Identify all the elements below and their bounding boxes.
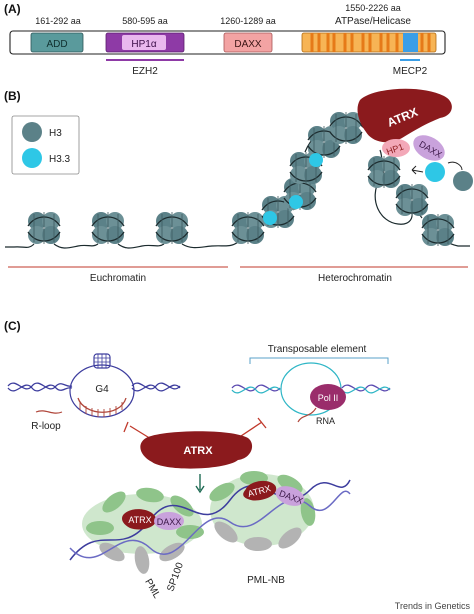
nucleosome [91,211,125,245]
domain-range-add: 161-292 aa [35,16,81,26]
panel-c-label: (C) [4,319,21,333]
rna-strand [297,407,317,423]
h33-histone [263,211,277,225]
daxx-protein-c-right [275,486,305,506]
hp1-domain-label: HP1α [131,39,156,50]
domain-name-helicase: ATPase/Helicase [335,16,411,27]
add-domain-label: ADD [46,39,67,50]
atrx-protein-c-right [243,480,277,501]
add-domain [30,32,84,53]
legend-h33-swatch [22,148,42,168]
heterochromatin-label: Heterochromatin [318,273,392,284]
pol-ii [310,384,346,410]
legend-h33-label: H3.3 [49,154,71,165]
rloop-label: R-loop [31,421,61,432]
daxx-protein-c-left [154,512,184,530]
nucleosome [27,211,61,245]
transposable-label: Transposable element [268,344,367,355]
dna-helix-c2 [69,490,351,559]
atrx-label-c: ATRX [183,445,213,457]
domain-range-helicase: 1550-2226 aa [345,3,401,13]
helicase-domain [301,32,437,53]
hp1-domain-inner [122,35,166,50]
ezh2-label: EZH2 [132,66,158,77]
daxx-domain [223,32,273,53]
mecp2-label: MECP2 [393,66,428,77]
pol-ii-label: Pol II [318,393,339,403]
atrx-protein-c [140,431,253,469]
g4-label: G4 [95,384,109,395]
transposable-bracket [249,357,389,364]
pml-label: PML [142,577,162,601]
journal-credit: Trends in Genetics [395,601,471,611]
pml-nb-label: PML-NB [247,575,285,586]
atrx-label-c-left: ATRX [128,515,151,525]
euchromatin-label: Euchromatin [90,273,146,284]
sp100-label: SP100 [165,561,186,593]
h33-free [425,162,445,182]
transposable-dna [231,362,391,416]
domain-range-daxx: 1260-1289 aa [220,16,276,26]
h3-free [453,171,473,191]
domain-range-hp1: 580-595 aa [122,16,168,26]
nucleosome [155,211,189,245]
legend-h3-label: H3 [49,128,62,139]
rna-label: RNA [316,416,335,426]
pml-nb-left [82,487,204,574]
down-arrow [195,474,205,494]
g4-rloop-structure [7,353,181,418]
hp1-protein [382,139,410,157]
daxx-protein-b [413,135,445,161]
exchange-arrow [447,161,463,171]
h33-histone [289,195,303,209]
h33-histone [309,153,323,167]
nucleosome [367,155,401,189]
panel-a-label: (A) [4,2,21,16]
legend-h3-swatch [22,122,42,142]
atrx-protein-c-left [122,509,157,530]
nucleosome [231,211,265,245]
nucleosome [329,111,363,145]
panel-b-label: (B) [4,89,21,103]
nucleosome [395,183,429,217]
dna-helix-c [69,479,351,561]
nucleosome [421,213,455,247]
exchange-arrow [411,165,424,175]
daxx-label-c-left: DAXX [157,517,182,527]
legend-box: H3 H3.3 [11,115,80,175]
daxx-domain-label: DAXX [234,39,262,50]
atrx-protein-b [357,88,452,143]
